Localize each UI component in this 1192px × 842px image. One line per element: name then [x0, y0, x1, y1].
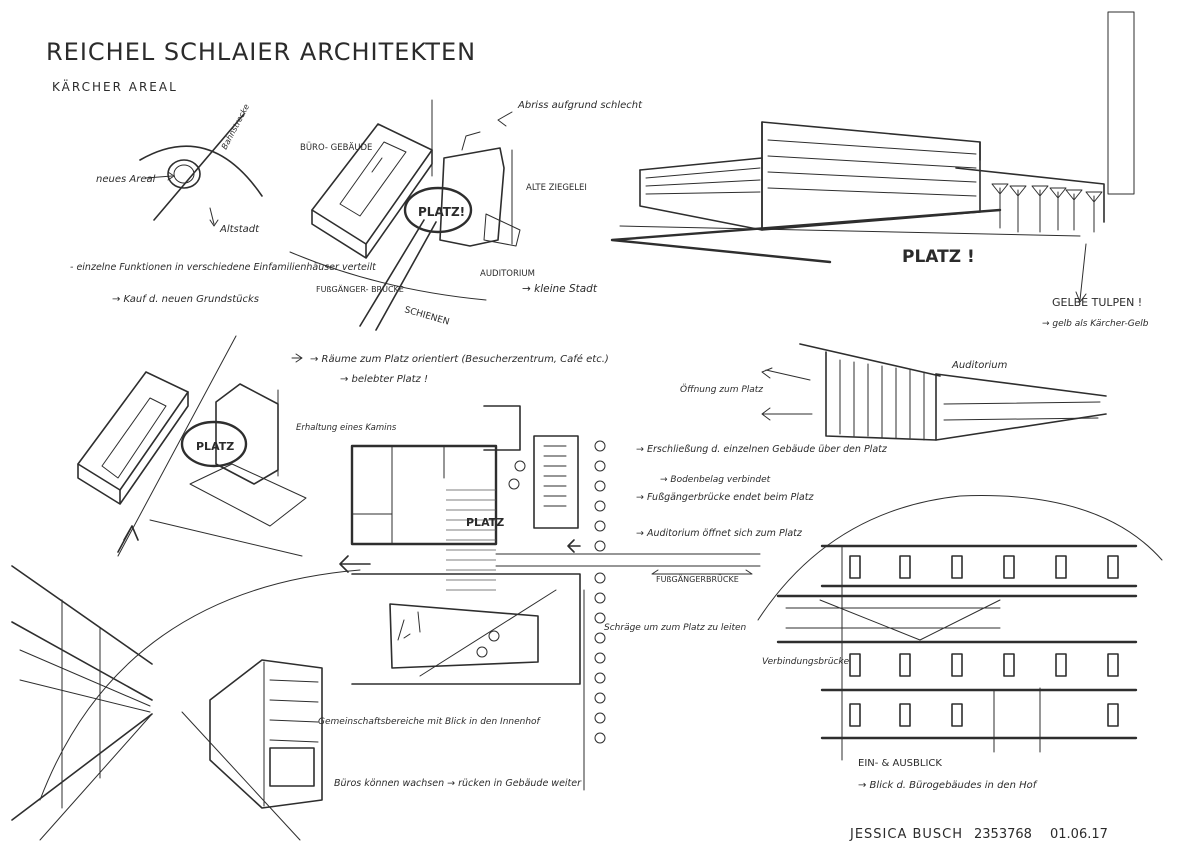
sheet-subtitle: KÄRCHER AREAL	[52, 79, 178, 94]
plan-note-grow: Büros können wachsen → rücken in Gebäude…	[334, 778, 582, 789]
perspective-note-tulpen: → gelb als Kärcher-Gelb	[1042, 319, 1149, 329]
sheet-title: REICHEL SCHLAIER ARCHITEKTEN	[46, 38, 476, 66]
facade-label-einblick: EIN- & AUSBLICK	[858, 758, 942, 769]
facade-label-verbindung: Verbindungsbrücke	[762, 657, 850, 667]
axonometric-plaza-sketch: → Räume zum Platz orientiert (Besucherze…	[77, 335, 609, 557]
author-footer: JESSICA BUSCH 2353768 01.06.17	[849, 827, 1108, 842]
concept-label-oldtown: Altstadt	[219, 224, 260, 235]
concept-label-rail: Bahnstrecke	[220, 102, 251, 150]
footer-name: JESSICA BUSCH	[849, 827, 963, 842]
perspective-label-tulpen: GELBE TULPEN !	[1052, 296, 1142, 309]
site-plan: PLATZ → Erschließung d. einzelnen Gebäud…	[318, 405, 888, 791]
axo-label-auditorium: AUDITORIUM	[480, 269, 535, 279]
plan-note-slope: Schräge um zum Platz zu leiten	[604, 623, 747, 633]
concept-note-functions: - einzelne Funktionen in verschiedene Ei…	[70, 262, 377, 273]
plan-note-bridge: → Fußgängerbrücke endet beim Platz	[636, 492, 814, 503]
auditorium-sketch-opening: Öffnung zum Platz	[680, 384, 763, 395]
axo-label-schienen: SCHIENEN	[403, 305, 450, 327]
perspective-sketch-plaza: PLATZ ! GELBE TULPEN ! → gelb als Kärche…	[610, 11, 1149, 329]
axo-mid-label-kamin: Erhaltung eines Kamins	[296, 423, 397, 433]
axo-label-abriss: Abriss aufgrund schlecht	[517, 100, 643, 111]
plan-label-platz: PLATZ	[466, 516, 504, 529]
axo-label-bruecke: FUßGÄNGER- BRÜCKE	[316, 284, 404, 294]
header: REICHEL SCHLAIER ARCHITEKTEN KÄRCHER ARE…	[46, 38, 476, 94]
footer-matrikel: 2353768	[974, 827, 1032, 842]
axo-label-kleine-stadt: → kleine Stadt	[522, 283, 598, 295]
axo-label-platz: PLATZ!	[418, 205, 465, 219]
axonometric-site-sketch: BÜRO- GEBÄUDE PLATZ! Abriss aufgrund sch…	[289, 99, 643, 331]
plan-note-access: → Erschließung d. einzelnen Gebäude über…	[636, 444, 888, 455]
concept-label-area: neues Areal	[96, 174, 156, 185]
facade-sketch: Verbindungsbrücke EIN- & AUSBLICK → Blic…	[757, 495, 1163, 791]
tulip-columns	[991, 183, 1103, 233]
concept-note-purchase: → Kauf d. neuen Grundstücks	[112, 294, 259, 305]
auditorium-sketch: Auditorium Öffnung zum Platz	[680, 343, 1107, 441]
perspective-label-platz: PLATZ !	[902, 247, 975, 267]
plan-note-paving: → Bodenbelag verbindet	[660, 475, 771, 485]
axo-mid-label-platz: PLATZ	[196, 440, 234, 453]
tree-row	[476, 440, 606, 744]
perspective-sketch-courtyard	[11, 565, 361, 841]
facade-note-einblick: → Blick d. Bürogebäudes in den Hof	[858, 780, 1038, 791]
plan-note-community: Gemeinschaftsbereiche mit Blick in den I…	[318, 717, 542, 727]
axo-mid-note-lively: → belebter Platz !	[340, 374, 428, 385]
axo-mid-note-orientation: → Räume zum Platz orientiert (Besucherze…	[310, 353, 609, 365]
facade-windows	[849, 555, 1119, 727]
plan-note-auditorium: → Auditorium öffnet sich zum Platz	[636, 528, 803, 539]
footer-date: 01.06.17	[1050, 827, 1108, 842]
auditorium-sketch-title: Auditorium	[951, 360, 1008, 371]
axo-label-ziegelei: ALTE ZIEGELEI	[526, 183, 587, 193]
plan-label-bruecke: FUßGÄNGERBRÜCKE	[656, 574, 739, 584]
axo-label-buero: BÜRO- GEBÄUDE	[300, 142, 372, 153]
concept-diagram: neues Areal Bahnstrecke Altstadt - einze…	[70, 102, 377, 305]
